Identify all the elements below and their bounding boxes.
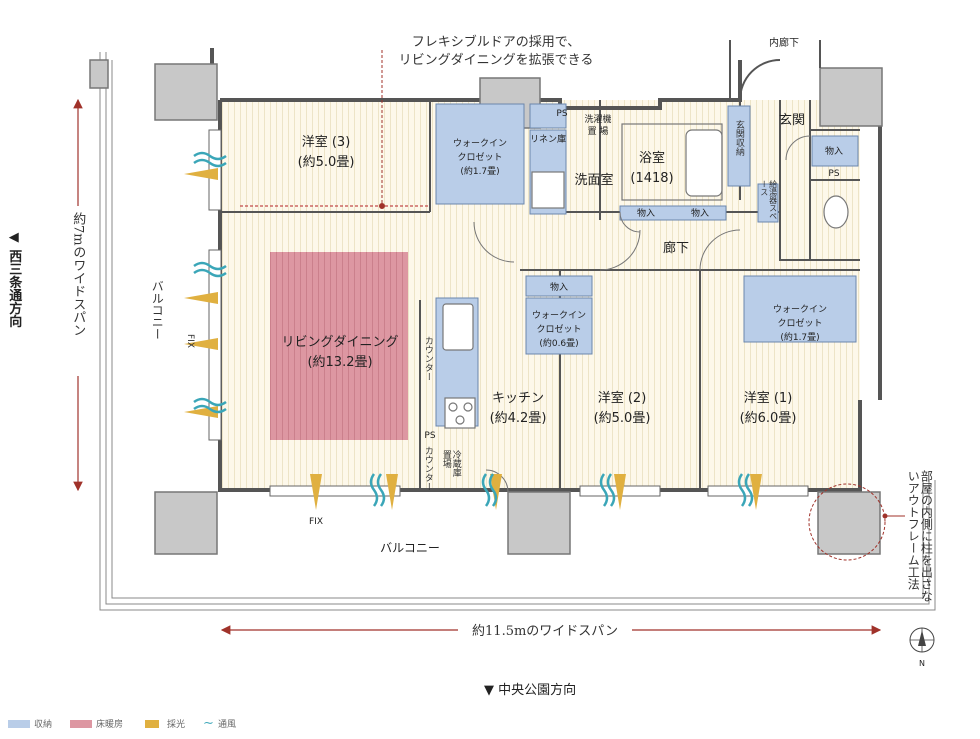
western2-name: 洋室 (2) — [598, 390, 647, 406]
inner-corridor-name: 内廊下 — [769, 36, 799, 49]
room-labels: 洋室 (3) (約5.0畳) リビングダイニング (約13.2畳) キッチン (… — [281, 36, 805, 426]
svg-text:ウォークイン: ウォークイン — [453, 138, 507, 149]
svg-text:洗濯機: 洗濯機 — [584, 113, 611, 125]
svg-text:PS: PS — [828, 169, 839, 179]
living-size: (約13.2畳) — [307, 355, 372, 370]
svg-text:ウォークイン: ウォークイン — [532, 310, 586, 321]
legend: 収納 床暖房 採光 ∼通風 — [8, 716, 248, 731]
svg-text:物入: 物入 — [691, 207, 709, 219]
svg-text:(約0.6畳): (約0.6畳) — [539, 337, 578, 349]
bath-name: 浴室 — [639, 150, 665, 166]
corridor-name: 廊下 — [663, 240, 689, 256]
direction-labels: ▼ 中央公園方向 — [484, 682, 576, 698]
legend-ventilation: ∼通風 — [203, 716, 236, 731]
storage-labels: ウォークイン クロゼット (約1.7畳) リネン庫 洗濯機 置 場 PS 物入 … — [424, 109, 843, 441]
bath-fixtures — [442, 123, 849, 429]
fridge-label: 冷蔵庫置場 — [440, 450, 461, 477]
svg-text:(約1.7畳): (約1.7畳) — [460, 165, 499, 177]
balcony-south-label: バルコニー — [380, 541, 440, 555]
genkan-storage-label: 玄関収納 — [733, 120, 744, 156]
svg-text:リビングダイニングを拡張できる: リビングダイニングを拡張できる — [399, 53, 594, 68]
svg-text:フレキシブルドアの採用で、: フレキシブルドアの採用で、 — [412, 34, 580, 50]
western1-name: 洋室 (1) — [744, 390, 793, 406]
entrance-name: 玄関 — [779, 113, 805, 128]
svg-text:PS: PS — [556, 109, 567, 119]
vertical-span-label: 約7mのワイドスパン — [70, 212, 86, 337]
svg-text:PS: PS — [424, 431, 435, 441]
horizontal-span-label: 約11.5mのワイドスパン — [472, 624, 618, 639]
svg-text:リネン庫: リネン庫 — [530, 133, 566, 145]
svg-text:物入: 物入 — [550, 281, 568, 293]
counter-label-2: カウンター — [422, 446, 433, 491]
svg-text:ウォークイン: ウォークイン — [773, 304, 827, 315]
legend-light: 採光 — [141, 717, 185, 730]
balcony-outline — [99, 52, 936, 611]
svg-text:クロゼット: クロゼット — [777, 317, 822, 329]
kitchen-size: (約4.2畳) — [490, 411, 547, 426]
balcony-labels: バルコニー FIX — [309, 517, 440, 555]
svg-text:クロゼット: クロゼット — [457, 151, 502, 163]
washroom-name: 洗面室 — [574, 172, 613, 188]
ventilation-indicators — [193, 151, 754, 507]
western1-size: (約6.0畳) — [740, 411, 797, 426]
interior-walls — [220, 100, 860, 490]
svg-text:置 場: 置 場 — [588, 125, 609, 137]
fix-label: FIX — [309, 517, 323, 527]
span-labels: 約11.5mのワイドスパン — [472, 624, 618, 639]
callout-text: フレキシブルドアの採用で、 リビングダイニングを拡張できる — [399, 34, 594, 68]
callout-leaders — [379, 50, 905, 561]
water-heater-label: 給湯器スペース — [759, 180, 778, 220]
fix-vertical-label: FIX — [184, 334, 195, 348]
span-dimension-lines — [73, 98, 882, 635]
compass-icon — [909, 627, 935, 653]
counter-label: カウンター — [422, 336, 433, 381]
living-name: リビングダイニング — [281, 335, 398, 350]
balcony-west-label: バルコニー — [150, 280, 165, 340]
kitchen-name: キッチン — [492, 391, 544, 406]
svg-text:物入: 物入 — [637, 207, 655, 219]
svg-text:(約1.7畳): (約1.7畳) — [780, 331, 819, 343]
western3-name: 洋室 (3) — [302, 134, 351, 150]
south-direction: ▼ 中央公園方向 — [484, 682, 576, 698]
western3-size: (約5.0畳) — [298, 155, 355, 170]
legend-storage: 収納 — [8, 717, 52, 730]
svg-text:物入: 物入 — [825, 145, 843, 157]
floor-heating-area — [270, 252, 408, 440]
svg-text:クロゼット: クロゼット — [536, 323, 581, 335]
western2-size: (約5.0畳) — [594, 411, 651, 426]
inner-corridor-area — [729, 40, 821, 101]
ventilation-icon: ∼ — [203, 716, 214, 731]
west-direction: ◀ 西三条通方向 — [6, 230, 22, 328]
outframe-callout: 部屋の内側に柱を出さないアウトフレーム工法 — [906, 470, 934, 602]
bath-size: (1418) — [630, 171, 673, 186]
compass-north-label: N — [919, 659, 925, 668]
legend-floor-heating: 床暖房 — [70, 717, 123, 730]
